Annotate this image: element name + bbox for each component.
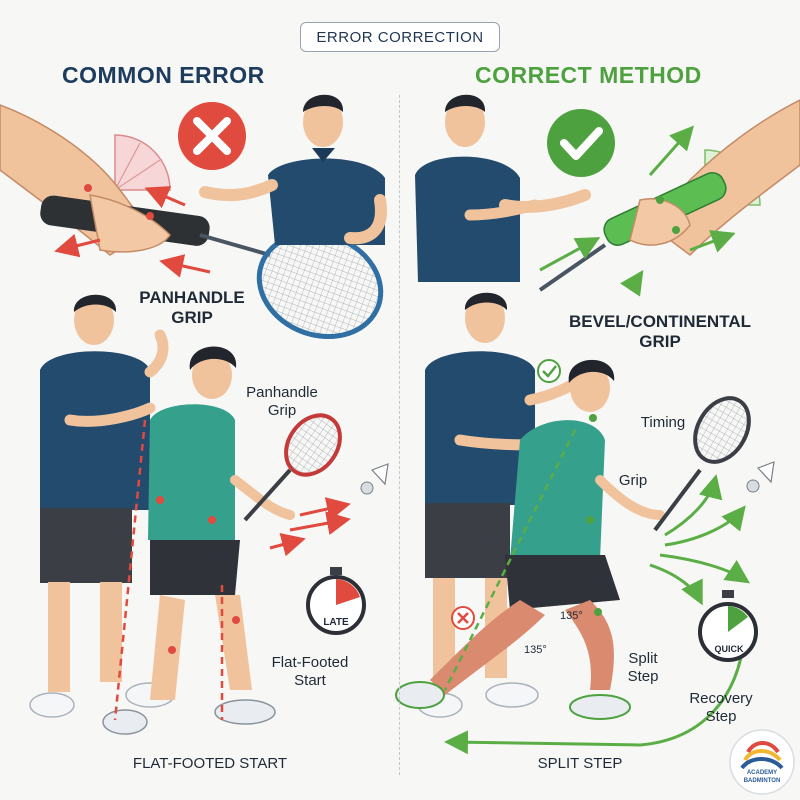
x-small-icon bbox=[451, 606, 475, 630]
coach-top-right bbox=[415, 94, 591, 282]
stopwatch-late-label: LATE bbox=[323, 617, 349, 628]
common-error-heading: COMMON ERROR bbox=[62, 62, 265, 88]
panhandle-grip-label: PANHANDLE GRIP bbox=[139, 288, 245, 327]
recovery-step-callout: Recovery Step bbox=[689, 690, 753, 725]
flat-footed-footer: FLAT-FOOTED START bbox=[132, 755, 288, 772]
logo-line1: ACADEMY bbox=[746, 770, 778, 776]
continental-grip-hand bbox=[538, 99, 800, 297]
racket-right bbox=[653, 396, 751, 532]
correct-method-heading: CORRECT METHOD bbox=[475, 62, 702, 88]
player-left bbox=[102, 346, 295, 735]
coach-top-left bbox=[199, 94, 387, 245]
flat-footed-callout: Flat-Footed Start bbox=[271, 654, 349, 689]
knee-angle-label: 135° bbox=[560, 610, 583, 622]
check-small-icon bbox=[537, 359, 561, 383]
continental-grip-label: BEVEL/CONTINENTAL GRIP bbox=[569, 312, 751, 351]
stopwatch-late-icon bbox=[306, 567, 366, 635]
leg-angle-label: 135° bbox=[524, 644, 547, 656]
motion-arrows-left bbox=[269, 497, 351, 557]
split-step-footer: SPLIT STEP bbox=[537, 755, 623, 772]
protractor-icon bbox=[114, 134, 171, 191]
panhandle-grip-callout: Panhandle Grip bbox=[246, 384, 318, 419]
split-step-callout: Split Step bbox=[627, 650, 659, 685]
grip-callout: Grip bbox=[618, 472, 648, 489]
coach-mid-left bbox=[29, 294, 175, 718]
academy-logo bbox=[729, 729, 795, 795]
coach-mid-right bbox=[417, 292, 596, 718]
panhandle-grip-hand bbox=[0, 104, 271, 278]
check-icon bbox=[547, 109, 615, 177]
racket-left-small bbox=[243, 413, 342, 522]
logo-line2: BADMINTON bbox=[743, 778, 781, 784]
stopwatch-quick-label: QUICK bbox=[714, 644, 744, 654]
player-right bbox=[395, 359, 665, 720]
shuttlecock-icon bbox=[360, 463, 389, 495]
shuttlecock-icon-right bbox=[746, 461, 775, 493]
center-divider bbox=[399, 95, 400, 775]
stopwatch-quick-icon bbox=[698, 590, 758, 662]
banner-title: ERROR CORRECTION bbox=[300, 22, 500, 52]
timing-callout: Timing bbox=[640, 414, 686, 431]
x-icon bbox=[178, 102, 246, 170]
